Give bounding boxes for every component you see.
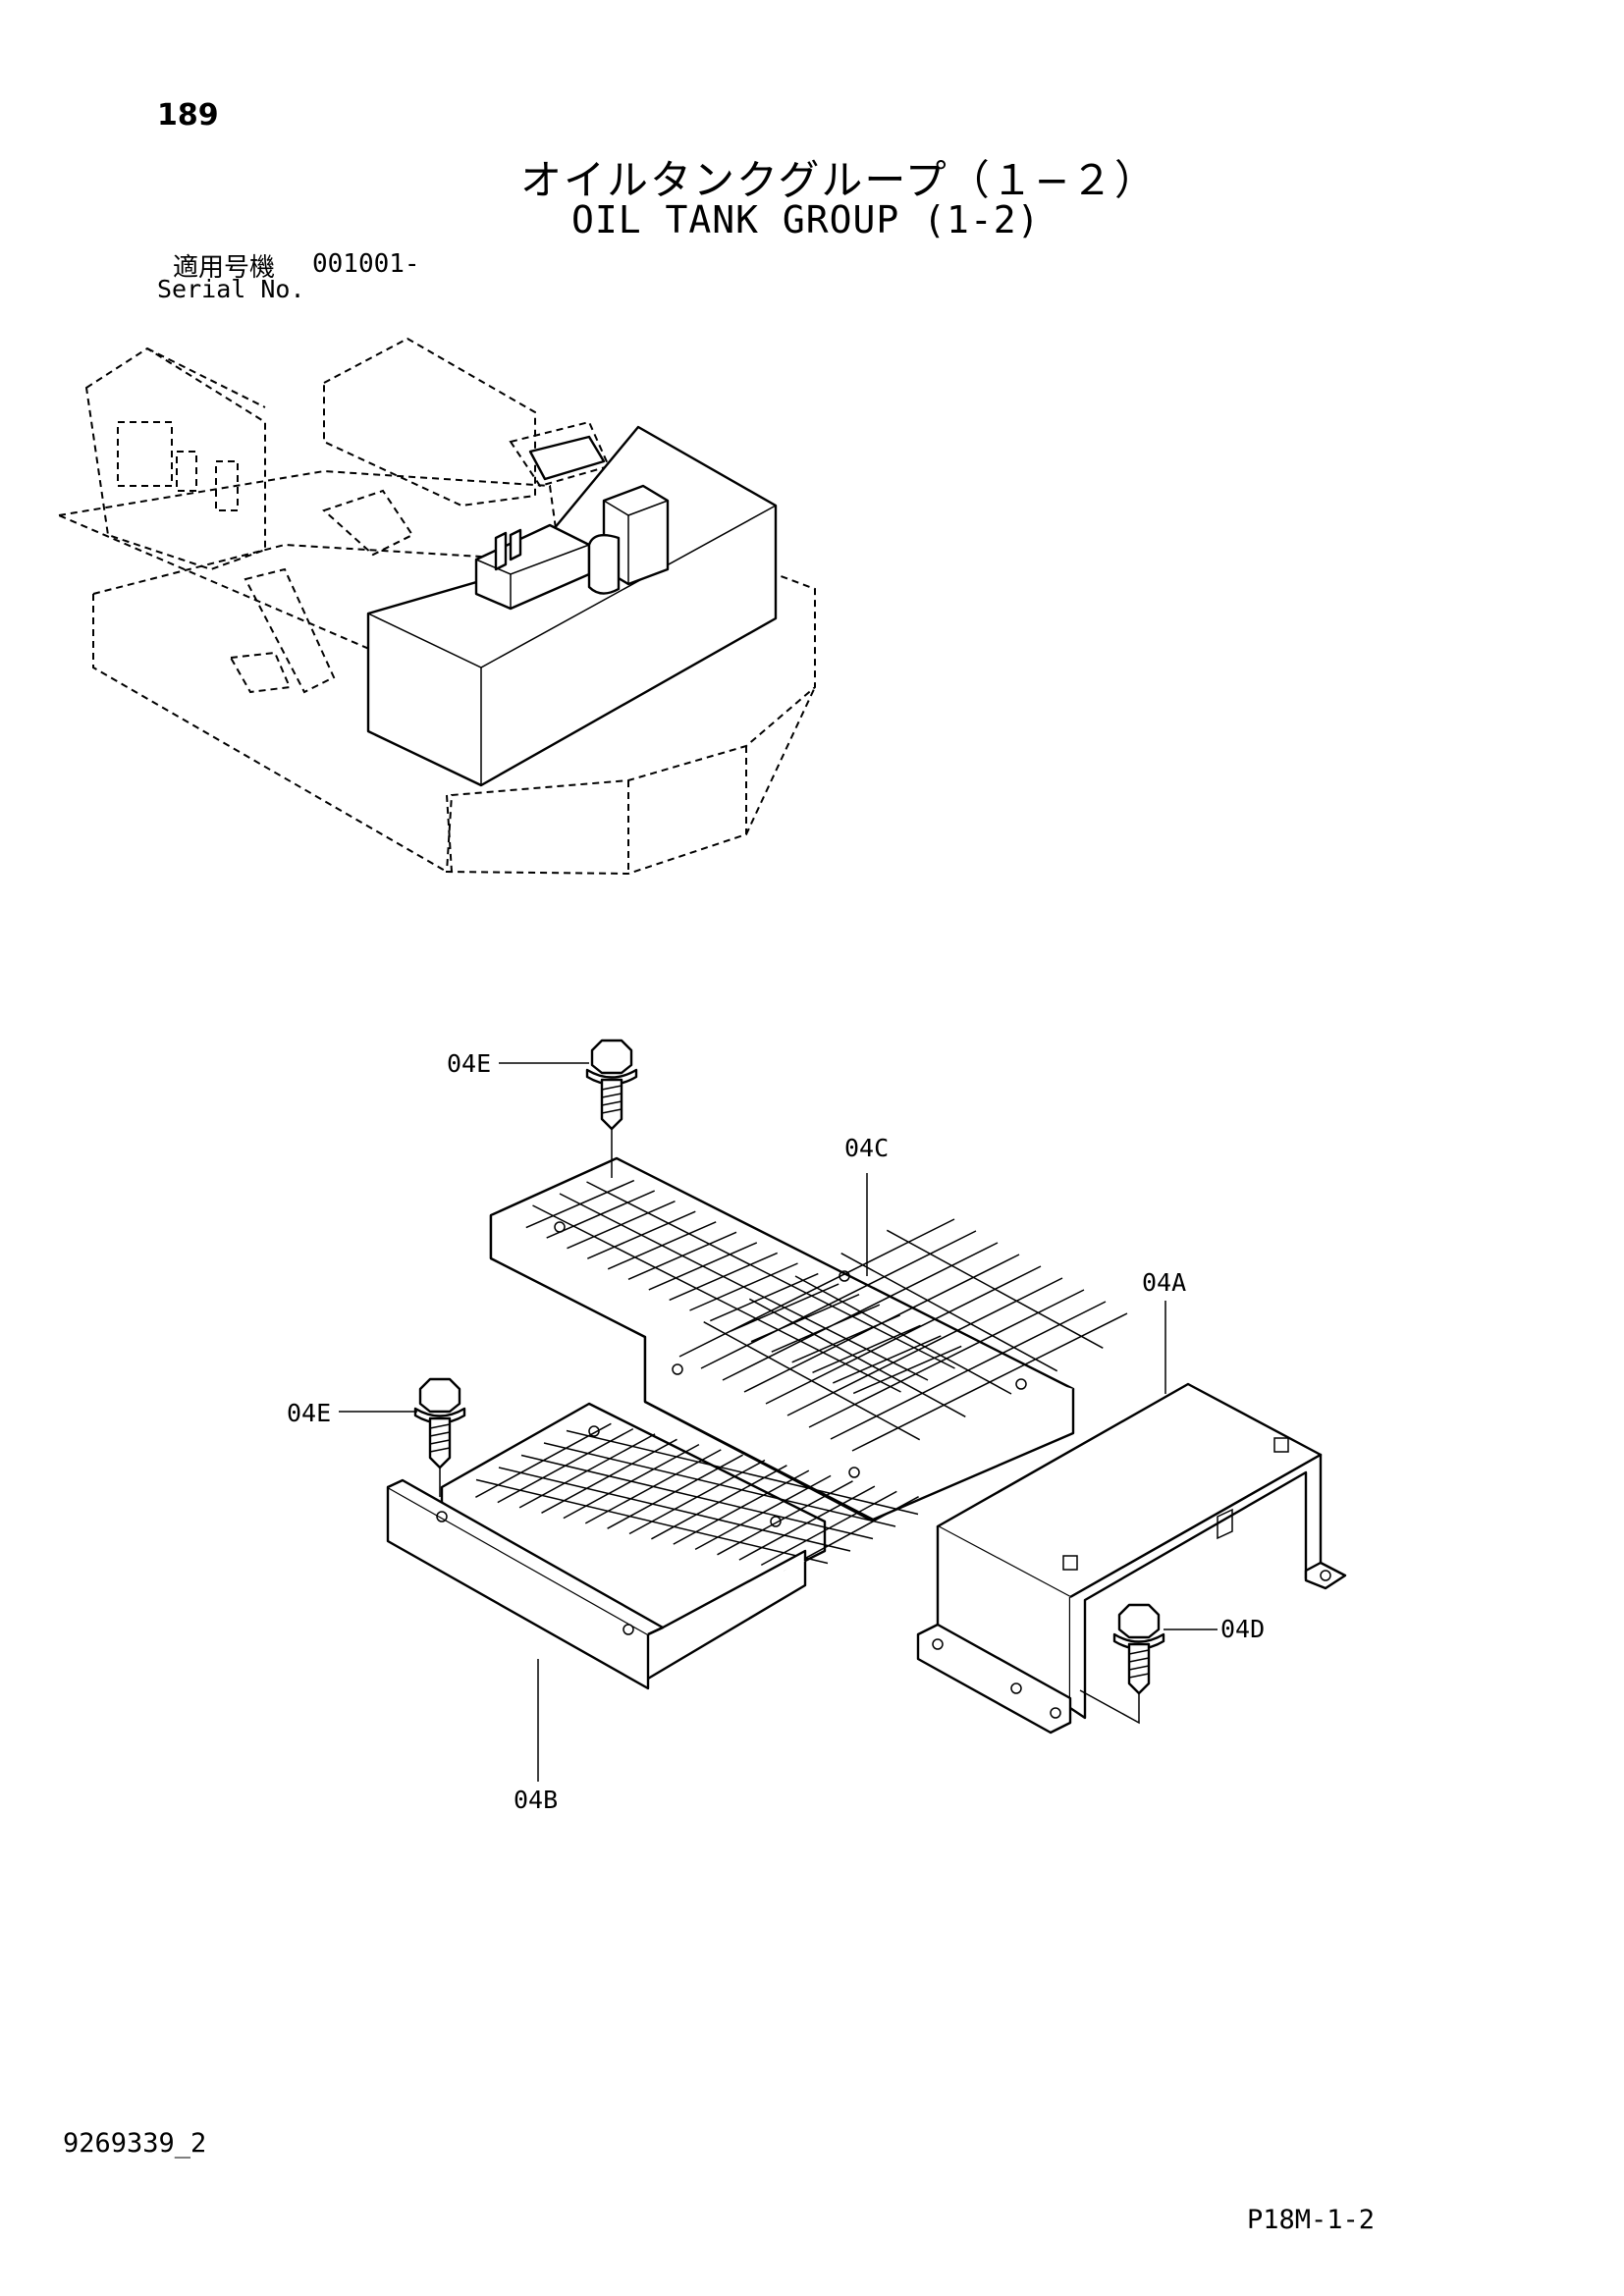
page-number: 189 [157,98,219,133]
callout-04c: 04C [844,1134,889,1162]
page-title-english: OIL TANK GROUP (1-2) [571,198,1041,241]
callout-04d: 04D [1220,1615,1265,1643]
callout-04e-left: 04E [287,1399,331,1427]
callout-leaders [339,1062,1218,1782]
bolt-04e-top [585,1039,638,1178]
machine-overview-illustration [58,337,816,876]
page-title-japanese: オイルタンクグループ（１−２） [520,156,1158,204]
part-04a-cover [916,1382,1347,1735]
part-04b-grating [386,1402,919,1690]
document-number: 9269339_2 [63,2128,207,2159]
page-code: P18M-1-2 [1247,2205,1376,2235]
part-04c-grating [489,1156,1128,1522]
callout-04a: 04A [1142,1268,1186,1297]
serial-number-value: 001001- [312,249,420,279]
bolt-04d [1079,1603,1165,1725]
callout-04e-top: 04E [447,1049,491,1078]
callout-04b: 04B [514,1786,558,1814]
bolt-04e-left [413,1377,466,1497]
serial-label-english: Serial No. [157,275,305,303]
serial-label-japanese: 適用号機 [173,253,276,283]
